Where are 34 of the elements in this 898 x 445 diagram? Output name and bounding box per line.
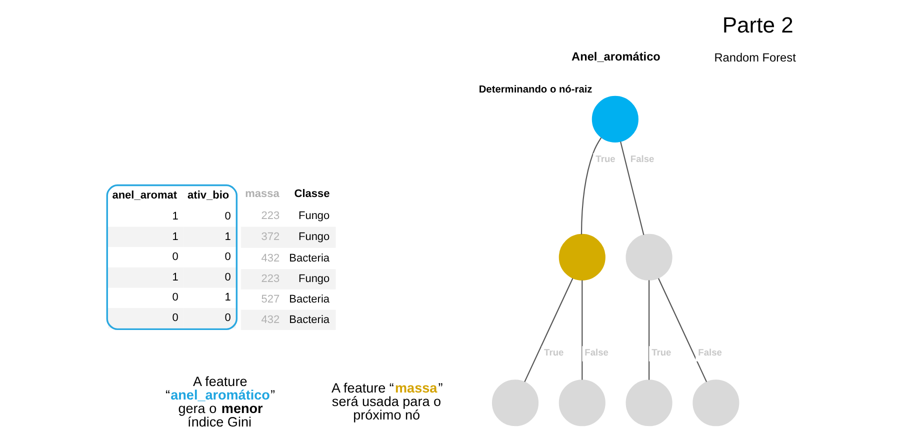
diagram-title: Parte 2: [722, 12, 794, 38]
label: A feature “massa” será usada para o próximo nó: [332, 380, 443, 423]
label: 1: [172, 271, 178, 284]
label: 0: [172, 292, 178, 304]
label: Classe: [294, 188, 330, 200]
label: A feature “anel_aromático” gera o menor índice Gini: [166, 374, 276, 430]
label: 1: [224, 292, 231, 304]
label: 1: [172, 230, 178, 243]
label: 372: [261, 231, 280, 244]
label: Bacteria: [289, 314, 330, 326]
label: 223: [261, 210, 280, 222]
label: Bacteria: [289, 252, 330, 264]
label: 432: [261, 252, 280, 264]
label: Fungo: [298, 210, 330, 222]
label: 527: [261, 293, 280, 306]
label: 0: [172, 312, 178, 324]
label: Bacteria: [289, 293, 330, 306]
label: 0: [224, 312, 231, 324]
node-label: Anel_aromático: [572, 50, 660, 64]
node-label: Determinando o nó-raiz: [478, 84, 592, 96]
label: ativ_bio: [188, 189, 230, 202]
label: 432: [261, 314, 280, 326]
label: Fungo: [298, 231, 330, 244]
label: Random Forest: [714, 50, 796, 64]
label: 1: [224, 230, 231, 243]
label: 1: [172, 210, 178, 222]
label: 0: [172, 251, 178, 264]
label: 0: [224, 271, 231, 284]
label: Fungo: [298, 273, 330, 286]
label: 0: [224, 210, 231, 222]
label: anel_aromat: [112, 189, 178, 202]
label: massa: [245, 188, 280, 200]
label: 223: [261, 273, 280, 286]
label: 0: [224, 251, 231, 264]
